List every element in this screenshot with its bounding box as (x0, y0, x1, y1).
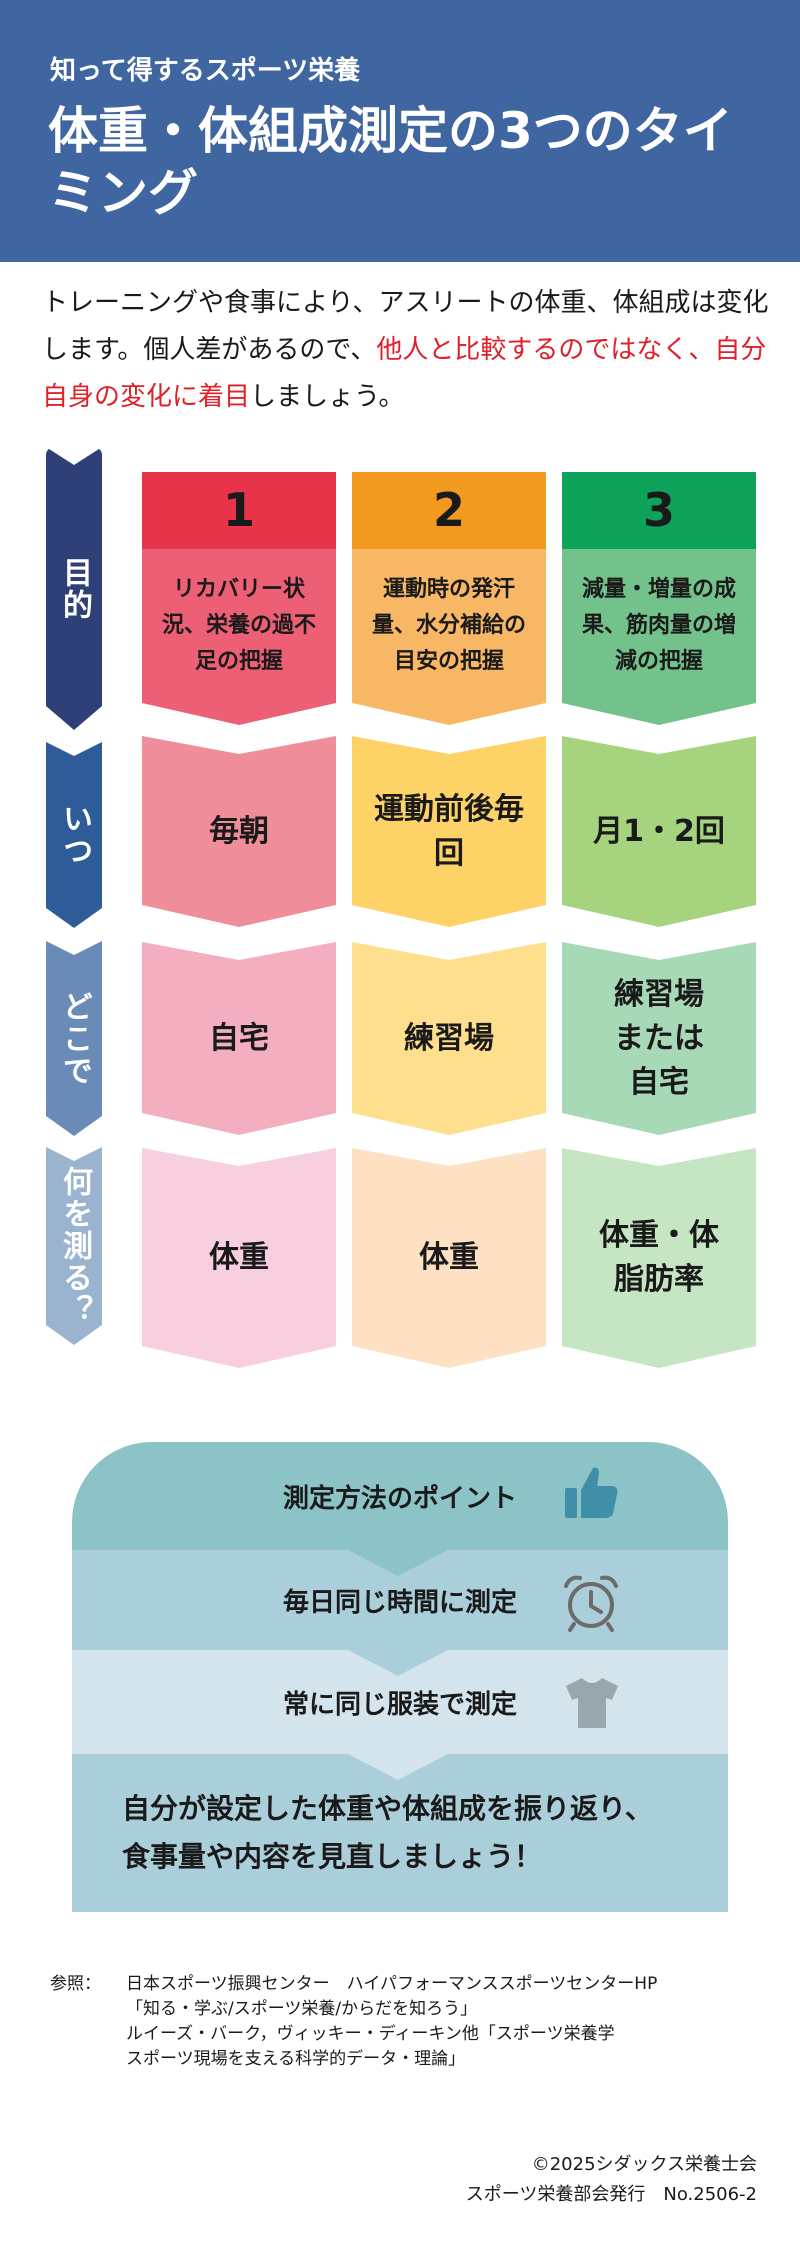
column-2-where-text: 練習場 (404, 1020, 494, 1056)
divider-arrow-3 (348, 1754, 448, 1780)
column-1-when-text: 毎朝 (209, 813, 269, 849)
t-shirt-icon (566, 1678, 618, 1728)
column-2-where: 練習場 (352, 942, 546, 1135)
row-label-what-text: 何を測る？ (57, 1166, 92, 1326)
points-conclusion: 自分が設定した体重や体組成を振り返り、食事量や内容を見直しましょう！ (72, 1754, 728, 1912)
page-title: 体重・体組成測定の3つのタイミング (48, 100, 748, 224)
column-number-3: 3 (562, 472, 756, 549)
column-3-where: 練習場または自宅 (562, 942, 756, 1135)
column-3-purpose: 減量・増量の成果、筋肉量の増減の把握 (562, 549, 756, 725)
row-label-what: 何を測る？ (46, 1147, 102, 1345)
column-2-when-text: 運動前後毎回 (374, 791, 524, 871)
column-number-1: 1 (142, 472, 336, 549)
row-label-purpose: 目的 (46, 447, 102, 730)
column-3-when-text: 月1・2回 (593, 813, 725, 849)
column-2-purpose: 運動時の発汗量、水分補給の目安の把握 (352, 549, 546, 725)
point-1-text: 毎日同じ時間に測定 (282, 1587, 517, 1618)
column-2-what: 体重 (352, 1148, 546, 1368)
intro-text-2: しましょう。 (250, 382, 405, 412)
series-label: 知って得するスポーツ栄養 (50, 56, 361, 86)
point-2-text: 常に同じ服装で測定 (282, 1689, 517, 1720)
references-label: 参照： (50, 1974, 101, 1994)
row-label-when-text: いつ (57, 803, 92, 867)
page-title-text: 体重・体組成測定の3つのタイミング (48, 102, 733, 222)
column-1-purpose: リカバリー状況、栄養の過不足の把握 (142, 549, 336, 725)
column-2-purpose-text: 運動時の発汗量、水分補給の目安の把握 (371, 577, 526, 674)
reference-line-3: ルイーズ・バーク，ヴィッキー・ディーキン他「スポーツ栄養学 (126, 2024, 615, 2044)
column-number-2: 2 (352, 472, 546, 549)
column-1-what-text: 体重 (209, 1240, 269, 1275)
column-2-what-text: 体重 (419, 1240, 479, 1275)
reference-line-4: スポーツ現場を支える科学的データ・理論」 (126, 2049, 466, 2069)
row-label-where-text: どこで (57, 990, 92, 1087)
row-label-when: いつ (46, 742, 102, 928)
row-label-purpose-text: 目的 (57, 556, 92, 621)
footer-copyright: ©2025シダックス栄養士会 (531, 2154, 757, 2175)
column-1-where: 自宅 (142, 942, 336, 1135)
intro-text-1: トレーニングや食事により、アスリートの体重、体組成は変化します。個人差があるので… (42, 288, 769, 365)
reference-line-1: 日本スポーツ振興センター ハイパフォーマンススポーツセンターHP (126, 1974, 658, 1994)
footer: ©2025シダックス栄養士会 スポーツ栄養部会発行 No.2506-2 (466, 2150, 757, 2210)
column-3-when: 月1・2回 (562, 736, 756, 927)
alarm-clock-icon (564, 1575, 618, 1632)
column-1-where-text: 自宅 (209, 1020, 269, 1056)
divider-arrow-2 (348, 1650, 448, 1676)
footer-issue: スポーツ栄養部会発行 No.2506-2 (465, 2184, 757, 2205)
row-label-where: どこで (46, 941, 102, 1136)
column-3-where-text: 練習場または自宅 (614, 976, 704, 1100)
header-banner: 知って得するスポーツ栄養 体重・体組成測定の3つのタイミング (0, 0, 800, 262)
references-body: 日本スポーツ振興センター ハイパフォーマンススポーツセンターHP 「知る・学ぶ/… (126, 1972, 776, 2072)
column-2-when: 運動前後毎回 (352, 736, 546, 927)
intro-highlight: 他人と比較するのではなく、自分自身の変化に着目 (42, 335, 767, 412)
column-1-purpose-text: リカバリー状況、栄養の過不足の把握 (161, 577, 316, 674)
column-3-what: 体重・体脂肪率 (562, 1148, 756, 1368)
points-header (72, 1442, 728, 1550)
points-title: 測定方法のポイント (72, 1442, 728, 1550)
column-3-what-text: 体重・体脂肪率 (599, 1218, 719, 1297)
column-3-purpose-text: 減量・増量の成果、筋肉量の増減の把握 (581, 577, 736, 674)
divider-arrow-1 (348, 1550, 448, 1576)
column-1-when: 毎朝 (142, 736, 336, 927)
points-conclusion-text: 自分が設定した体重や体組成を振り返り、食事量や内容を見直しましょう！ (122, 1792, 653, 1873)
points-title-text: 測定方法のポイント (282, 1483, 517, 1514)
intro-paragraph: トレーニングや食事により、アスリートの体重、体組成は変化します。個人差があるので… (42, 280, 772, 421)
reference-line-2: 「知る・学ぶ/スポーツ栄養/からだを知ろう」 (126, 1999, 478, 2019)
thumbs-up-icon (565, 1467, 618, 1518)
column-1-what: 体重 (142, 1148, 336, 1368)
